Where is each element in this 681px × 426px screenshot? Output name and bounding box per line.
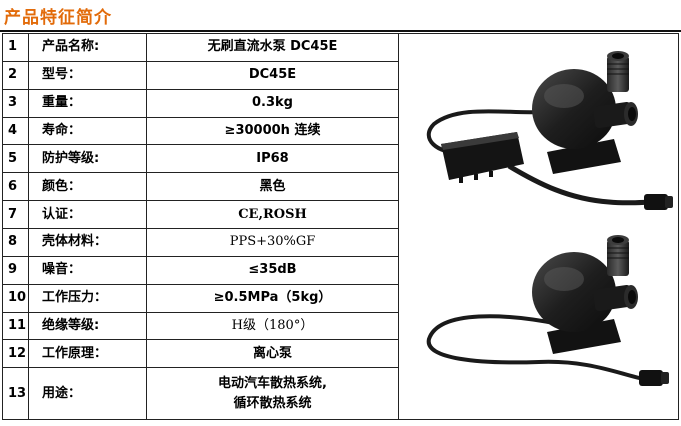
pump-with-controller-image (426, 51, 673, 210)
product-image-cell (398, 33, 679, 420)
row-number: 4 (2, 116, 29, 146)
table-row: 11 绝缘等级: H级（180°） (2, 311, 679, 341)
table-row: 7 认证： CE,ROSH (2, 200, 679, 230)
row-value: ≥0.5MPa（5kg） (146, 283, 399, 313)
table-row: 8 壳体材料： PPS+30%GF (2, 228, 679, 257)
table-row: 4 寿命： ≥30000h 连续 (2, 116, 679, 146)
table-row: 12 工作原理： 离心泵 (2, 339, 679, 369)
row-value: 离心泵 (146, 339, 399, 369)
row-value-line: 电动汽车散热系统, (218, 375, 327, 391)
row-label: 寿命： (28, 116, 147, 146)
table-row: 13 用途： 电动汽车散热系统, 循环散热系统 (2, 367, 679, 420)
row-value: 0.3kg (146, 88, 399, 118)
row-number: 1 (2, 33, 29, 62)
row-number: 8 (2, 228, 29, 257)
table-row: 1 产品名称: 无刷直流水泵 DC45E (2, 33, 679, 420)
row-number: 6 (2, 172, 29, 202)
row-label: 用途： (28, 367, 147, 420)
row-number: 5 (2, 144, 29, 174)
row-number: 12 (2, 339, 29, 369)
row-label: 工作原理： (28, 339, 147, 369)
section-header: 产品特征简介 (0, 0, 681, 32)
row-number: 13 (2, 367, 29, 420)
row-label: 型号： (28, 60, 147, 90)
product-images (426, 51, 673, 386)
row-number: 7 (2, 200, 29, 230)
row-label: 噪音： (28, 255, 147, 285)
row-number: 9 (2, 255, 29, 285)
row-label: 壳体材料： (28, 228, 147, 257)
row-label: 防护等级: (28, 144, 147, 174)
row-value: H级（180°） (146, 311, 399, 341)
row-value: ≤35dB (146, 255, 399, 285)
table-row: 9 噪音： ≤35dB (2, 255, 679, 285)
table-row: 3 重量： 0.3kg (2, 88, 679, 118)
spec-table: 1 产品名称: 无刷直流水泵 DC45E (2, 33, 679, 420)
row-number: 3 (2, 88, 29, 118)
row-value: PPS+30%GF (146, 228, 399, 257)
row-value-line: 循环散热系统 (233, 395, 312, 411)
row-number: 10 (2, 283, 29, 313)
row-value: ≥30000h 连续 (146, 116, 399, 146)
table-row: 6 颜色： 黑色 (2, 172, 679, 202)
pump-image (426, 235, 669, 386)
row-value: 无刷直流水泵 DC45E (146, 33, 399, 62)
row-value: IP68 (146, 144, 399, 174)
row-value: DC45E (146, 60, 399, 90)
row-value: 电动汽车散热系统, 循环散热系统 (146, 367, 399, 420)
row-value: CE,ROSH (146, 200, 399, 230)
row-label: 绝缘等级: (28, 311, 147, 341)
table-row: 2 型号： DC45E (2, 60, 679, 90)
row-label: 产品名称: (28, 33, 147, 62)
row-label: 工作压力： (28, 283, 147, 313)
row-label: 认证： (28, 200, 147, 230)
row-label: 颜色： (28, 172, 147, 202)
row-value: 黑色 (146, 172, 399, 202)
row-number: 2 (2, 60, 29, 90)
row-number: 11 (2, 311, 29, 341)
row-label: 重量： (28, 88, 147, 118)
section-title: 产品特征简介 (4, 8, 112, 28)
